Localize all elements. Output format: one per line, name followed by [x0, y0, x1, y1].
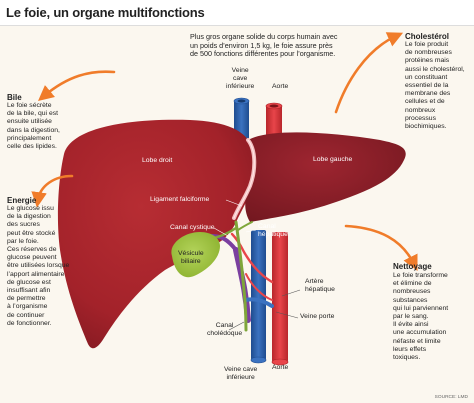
arrow-bile — [38, 70, 116, 101]
liver-right-lobe — [57, 119, 258, 349]
label-veine-porte: Veine porte — [300, 313, 335, 320]
gallbladder — [171, 232, 220, 278]
label-lobe-droit: Lobe droit — [142, 157, 173, 164]
label-aorte-top: Aorte — [272, 83, 289, 90]
arrow-energie — [31, 174, 74, 208]
vena-cava-bottom — [251, 230, 266, 360]
leader-lines — [213, 199, 257, 237]
label-ligament: Ligament falciforme — [150, 196, 210, 203]
hepatic-artery — [230, 232, 274, 284]
vena-cava-top — [234, 100, 249, 140]
energie-title: Energie — [7, 196, 37, 205]
header-bar: Le foie, un organe multifonctions — [0, 0, 474, 26]
page-title: Le foie, un organe multifonctions — [6, 5, 205, 20]
arrow-nettoyage — [344, 224, 418, 271]
label-lobe-gauche: Lobe gauche — [313, 156, 353, 163]
intro-text: Plus gros organe solide du corps humain … — [190, 32, 338, 59]
bile-title: Bile — [7, 93, 22, 102]
label-aorte-bottom: Aorte — [272, 364, 289, 371]
cholesterol-title: Cholestérol — [405, 32, 450, 41]
aorta-bottom — [272, 232, 288, 362]
bile-ducts — [234, 220, 248, 332]
label-canal-cystique: Canal cystique — [170, 224, 215, 231]
liver-left-lobe — [245, 132, 406, 222]
arrow-cholesterol — [334, 32, 404, 114]
source-credit: SOURCE: LMD — [434, 395, 468, 400]
nettoyage-title: Nettoyage — [393, 262, 432, 271]
